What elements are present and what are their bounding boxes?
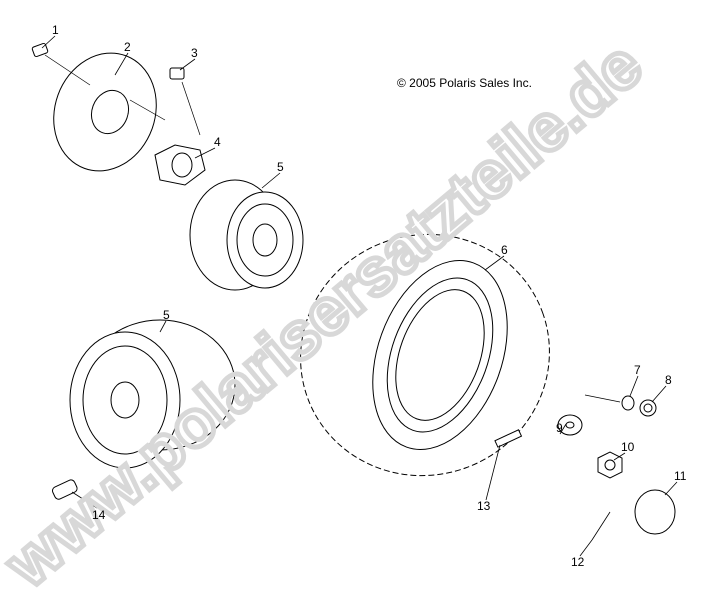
part-6-tire [300, 233, 550, 477]
part-5-rim-rear [69, 319, 236, 469]
part-3-stud [169, 67, 201, 136]
part-2-brake-disc [44, 52, 166, 172]
part-4-hub [154, 144, 206, 186]
callout-5-front: 5 [277, 160, 284, 174]
callout-7: 7 [634, 363, 641, 377]
callout-4: 4 [214, 135, 221, 149]
callout-10: 10 [621, 440, 635, 454]
callout-6: 6 [501, 243, 508, 257]
callout-2: 2 [124, 40, 131, 54]
part-10-nut [597, 451, 623, 479]
callout-3: 3 [191, 46, 198, 60]
callout-12: 12 [571, 555, 585, 569]
callout-9: 9 [556, 421, 563, 435]
callout-1: 1 [52, 23, 59, 37]
leader-lines [41, 35, 678, 557]
callout-13: 13 [477, 499, 491, 513]
part-5-rim-front [189, 179, 304, 291]
part-13-bolt [494, 429, 523, 448]
part-14-valve-stem [51, 479, 78, 500]
callout-8: 8 [665, 373, 672, 387]
callout-labels: 1 2 3 4 5 5 6 7 8 9 10 11 12 13 14 [52, 23, 687, 569]
part-11-cap [634, 489, 676, 535]
part-12-valve [591, 511, 611, 541]
part-7-washer [584, 394, 635, 411]
callout-5-rear: 5 [163, 308, 170, 322]
part-9-washer [557, 414, 583, 436]
callout-14: 14 [92, 508, 106, 522]
callout-11: 11 [674, 469, 687, 483]
copyright-text: © 2005 Polaris Sales Inc. [397, 76, 532, 90]
part-8-nut [639, 399, 657, 417]
